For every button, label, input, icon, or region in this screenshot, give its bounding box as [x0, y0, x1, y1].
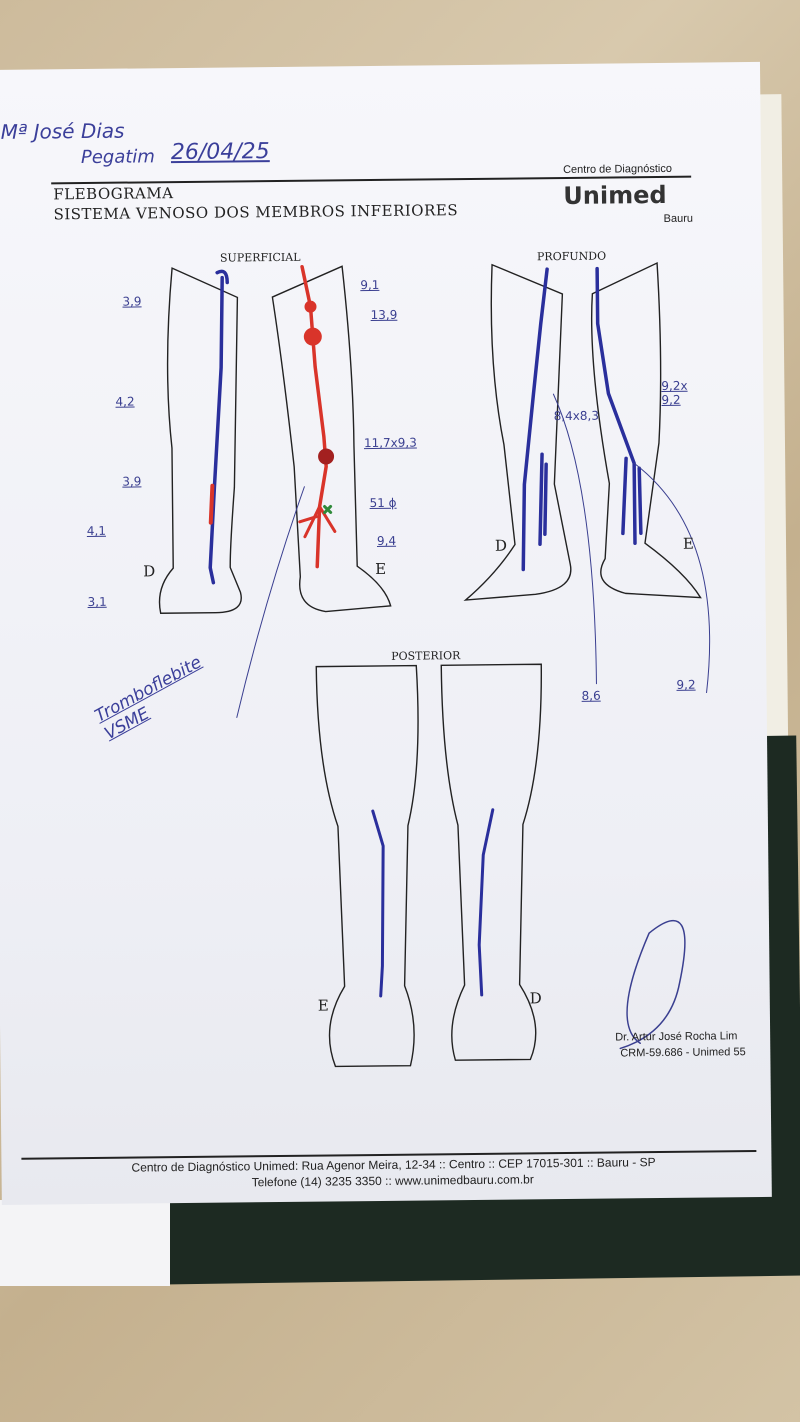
red-dilation [318, 448, 335, 465]
measure: 9,2x 9,2 [661, 378, 688, 407]
leg-outlines [158, 261, 702, 1068]
signature-scribble [619, 919, 686, 1050]
phlebogram-sheet: Mª José Dias Pegatim 26/04/25 FLEBOGRAMA… [0, 61, 772, 1205]
side-label-d-profundo: D [494, 536, 508, 555]
leg-outline-posterior-left [315, 664, 419, 1068]
measure: 3,9 [122, 474, 142, 489]
arrow-86 [552, 393, 597, 685]
side-label-d-superficial: D [143, 562, 156, 581]
measure: 4,2 [115, 394, 135, 409]
measure: 8,4x8,3 [553, 408, 600, 424]
blue-vein-profundo-left [595, 266, 643, 546]
blue-vein-posterior-right [477, 808, 495, 997]
side-label-e-profundo: E [682, 534, 695, 553]
measure: 3,1 [87, 594, 107, 610]
leg-outline-profundo-right [463, 263, 572, 601]
side-label-e-superficial: E [375, 559, 387, 578]
red-branches [298, 505, 337, 539]
arrow-92 [633, 462, 711, 694]
red-dilation [303, 327, 322, 346]
measure: 51 ɸ [369, 495, 397, 511]
diagnosis-arrow [236, 486, 305, 718]
red-vein-superficial-left [300, 264, 328, 569]
blue-vein-profundo-right [521, 267, 549, 572]
measure: 9,2 [676, 677, 696, 692]
side-label-e-posterior: E [317, 996, 329, 1015]
measure: 8,6 [581, 688, 601, 703]
leg-outline-posterior-right [440, 663, 542, 1061]
measure: 13,9 [370, 307, 398, 323]
measure: 11,7x9,3 [363, 435, 417, 451]
leg-outline-profundo-left [590, 261, 702, 599]
blue-vein-posterior-left [371, 809, 385, 998]
measure: 9,4 [376, 533, 397, 548]
measure: 9,1 [360, 277, 380, 293]
doctor-name: Dr. Artur José Rocha Lim [615, 1030, 738, 1044]
green-mark [323, 504, 333, 515]
leg-diagrams [158, 261, 711, 1068]
blue-vein-superficial-right [208, 269, 229, 585]
measure: 3,9 [122, 294, 142, 309]
red-segment-superficial-right [208, 483, 215, 525]
footer-contact: Telefone (14) 3235 3350 :: www.unimedbau… [251, 1172, 534, 1190]
measure: 4,1 [86, 523, 106, 539]
ink-marks [208, 264, 711, 1050]
leg-outline-superficial-right [158, 267, 242, 614]
doctor-crm: CRM-59.686 - Unimed 55 [620, 1046, 746, 1060]
side-label-d-posterior: D [529, 989, 542, 1008]
leg-outline-superficial-left [271, 265, 392, 613]
red-dilation [304, 300, 317, 313]
underlying-sheet [0, 1200, 170, 1286]
